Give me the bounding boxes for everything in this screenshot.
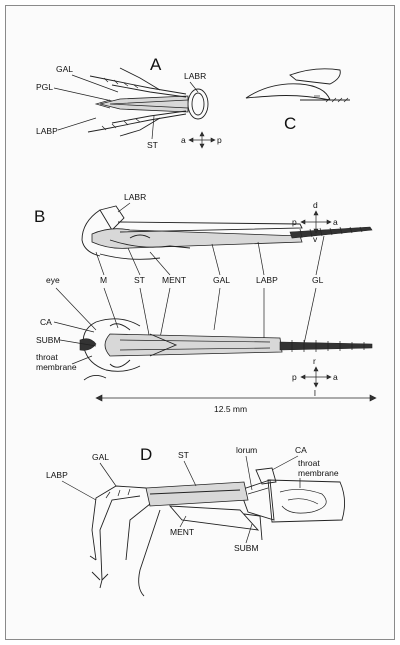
leader-d-ment — [179, 515, 187, 528]
label-d-lorum: lorum — [236, 445, 257, 455]
label-a-gal: GAL — [56, 64, 73, 74]
label-b-throat-2: membrane — [36, 362, 77, 372]
label-a-pgl: PGL — [36, 82, 53, 92]
label-b-eye: eye — [46, 275, 60, 285]
leader-d-gal — [99, 462, 117, 487]
label-b-m: M — [100, 275, 107, 285]
leader-a-labp — [57, 117, 97, 131]
orient-b-top-left: p — [292, 217, 297, 227]
panel-b-leaders-lower — [55, 287, 317, 345]
panel-b-orientation-top: d p a v — [292, 200, 338, 244]
leader-d-labp — [61, 480, 97, 501]
panel-b-ventral-drawing — [79, 318, 373, 381]
panel-b-orientation-bottom: r p a l — [292, 356, 338, 398]
panel-b: B LABR — [34, 192, 377, 414]
panel-c-letter: C — [284, 114, 296, 133]
label-a-labr: LABR — [184, 71, 206, 81]
orient-b-top-right: a — [333, 217, 338, 227]
leader-a-labr — [189, 81, 199, 93]
label-b-gl: GL — [312, 275, 324, 285]
label-b-labp: LABP — [256, 275, 278, 285]
orient-a-left: a — [181, 135, 186, 145]
panel-a-orientation: a p — [181, 131, 222, 149]
label-b-st: ST — [134, 275, 145, 285]
leader-b-subm — [59, 339, 97, 347]
panel-b-letter: B — [34, 207, 45, 226]
leader-b-throat — [71, 355, 93, 365]
label-d-throat-1: throat — [298, 458, 320, 468]
panel-b-scale-bar: 12.5 mm — [95, 394, 377, 414]
label-b-subm: SUBM — [36, 335, 61, 345]
figure-frame — [5, 5, 395, 640]
label-b-ca: CA — [40, 317, 52, 327]
label-b-throat-1: throat — [36, 352, 58, 362]
label-d-ment: MENT — [170, 527, 194, 537]
leader-b-ca — [53, 321, 95, 333]
panel-b-lateral-drawing — [81, 205, 373, 260]
orient-b-bottom-left: p — [292, 372, 297, 382]
label-b-gal: GAL — [213, 275, 230, 285]
leader-a-gal — [71, 74, 119, 93]
panel-d: D — [46, 445, 345, 597]
label-d-subm: SUBM — [234, 543, 259, 553]
orient-b-bottom-down: l — [314, 388, 316, 398]
label-d-st: ST — [178, 450, 189, 460]
leader-a-st — [151, 115, 155, 140]
label-d-gal: GAL — [92, 452, 109, 462]
panel-d-letter: D — [140, 445, 152, 464]
leader-d-ca — [271, 455, 299, 471]
orient-b-bottom-right: a — [333, 372, 338, 382]
label-d-throat-2: membrane — [298, 468, 339, 478]
panel-b-leaders-upper — [95, 235, 325, 276]
label-d-ca: CA — [295, 445, 307, 455]
leader-d-subm — [245, 523, 253, 544]
label-b-ment: MENT — [162, 275, 186, 285]
leader-d-lorum — [245, 455, 253, 491]
panel-a: A — [36, 55, 222, 150]
panel-c-drawing — [245, 68, 350, 103]
orient-b-top-down: v — [313, 234, 318, 244]
leader-b-labr — [117, 202, 131, 213]
leader-a-pgl — [53, 87, 113, 102]
label-a-st: ST — [147, 140, 158, 150]
leader-d-st — [183, 460, 197, 487]
orient-b-top-up: d — [313, 200, 318, 210]
orient-a-right: p — [217, 135, 222, 145]
label-a-labp: LABP — [36, 126, 58, 136]
label-b-labr: LABR — [124, 192, 146, 202]
panel-c: C — [245, 68, 350, 133]
scale-bar-label: 12.5 mm — [214, 404, 247, 414]
label-d-labp: LABP — [46, 470, 68, 480]
panel-a-drawing — [87, 67, 209, 137]
orient-b-bottom-up: r — [313, 356, 316, 366]
panel-a-letter: A — [150, 55, 162, 74]
panel-d-drawing — [89, 467, 345, 597]
